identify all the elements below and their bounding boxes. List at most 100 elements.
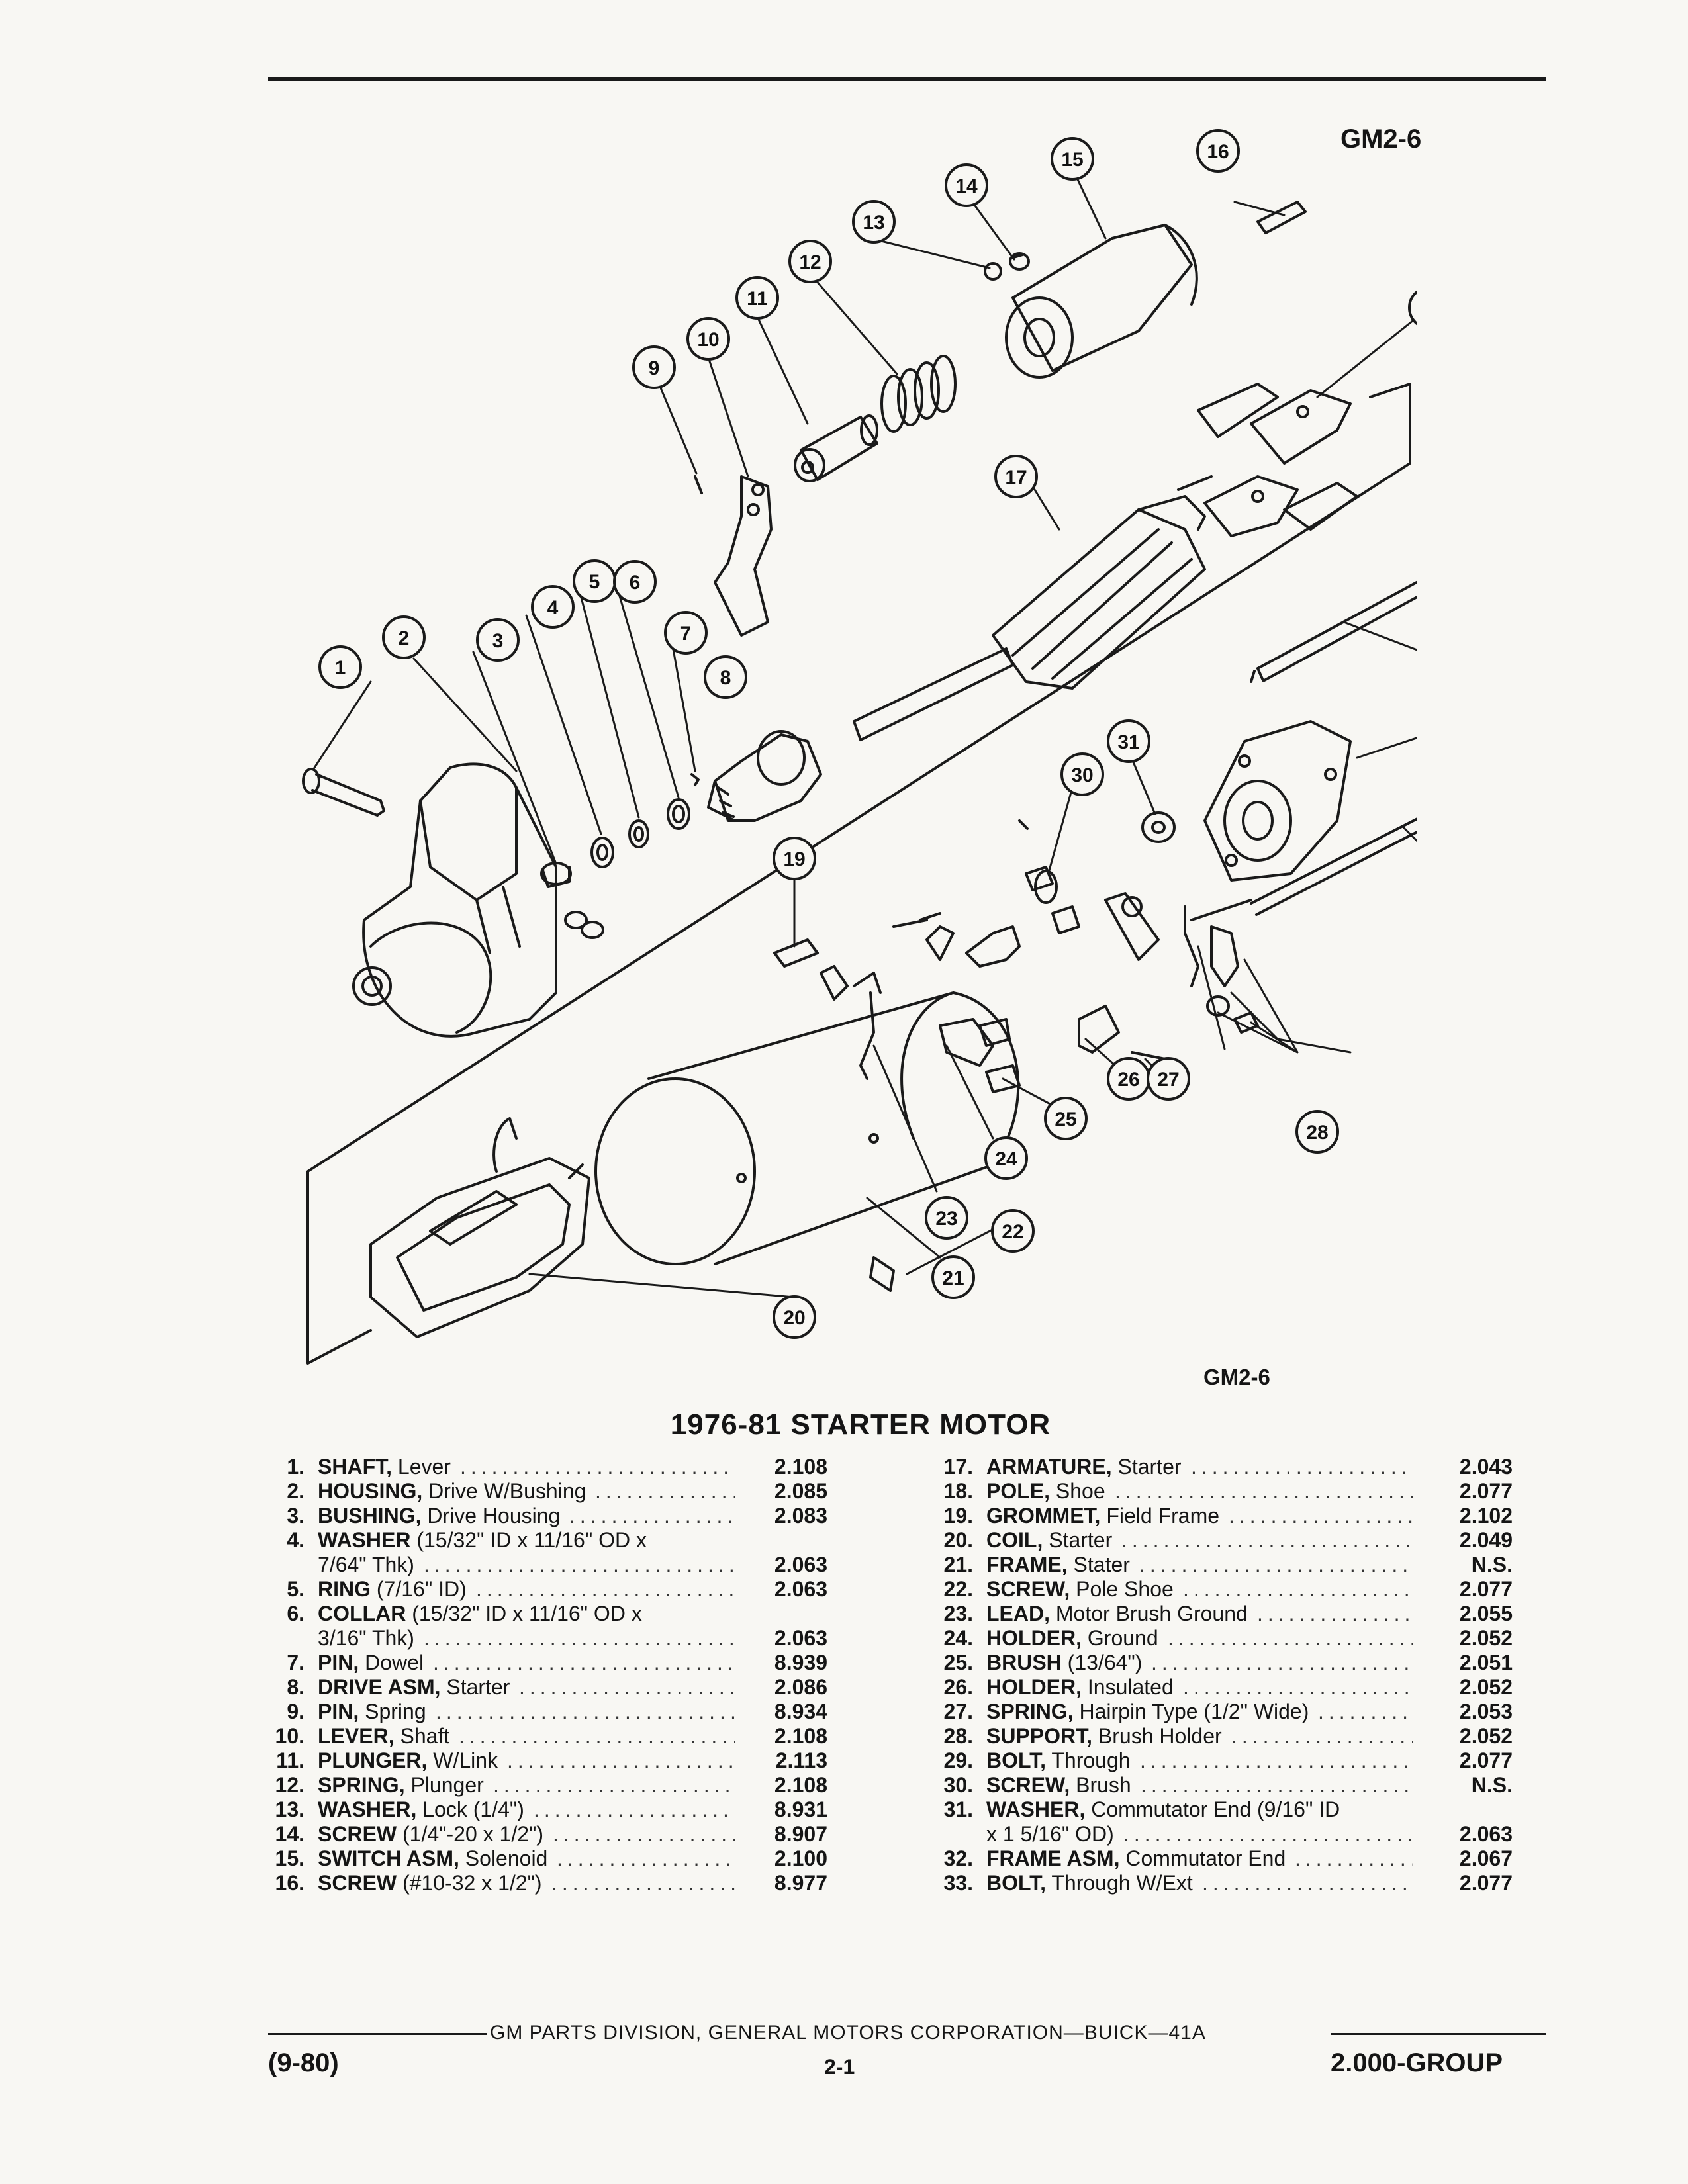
parts-list-row: 31.WASHER, Commutator End (9/16" ID	[907, 1797, 1513, 1822]
part-description: GROMMET, Field Frame	[986, 1504, 1219, 1528]
leader-dots: ..................................	[1123, 1822, 1413, 1846]
part-description: BOLT, Through	[986, 1749, 1131, 1773]
part-number: 29.	[943, 1749, 973, 1772]
page-number: 2-1	[824, 2055, 855, 2079]
part-plunger-spring	[880, 355, 957, 433]
part-name: ARMATURE,	[986, 1455, 1112, 1479]
svg-text:5: 5	[589, 571, 600, 593]
part-name: PIN,	[318, 1651, 359, 1674]
part-group-number: 2.086	[774, 1675, 827, 1699]
part-number: 13.	[275, 1797, 305, 1821]
part-detail: (13/64")	[1061, 1651, 1143, 1674]
part-description: PIN, Spring	[318, 1700, 426, 1724]
part-name: COIL,	[986, 1528, 1043, 1552]
part-name: RING	[318, 1577, 371, 1601]
parts-list-row: 3/16" Thk)..............................…	[238, 1626, 834, 1651]
svg-text:14: 14	[955, 175, 978, 197]
svg-text:6: 6	[630, 572, 641, 594]
frame-outline	[306, 383, 1411, 1365]
leader-dots: ...........................	[507, 1749, 735, 1772]
part-group-number: 8.977	[774, 1871, 827, 1895]
part-number: 5.	[287, 1577, 305, 1601]
svg-text:12: 12	[799, 251, 821, 273]
part-group-number: 2.063	[774, 1553, 827, 1576]
part-detail: Solenoid	[459, 1846, 548, 1870]
part-name: SCREW	[318, 1871, 397, 1895]
parts-list-row: 32.FRAME ASM, Commutator End............…	[907, 1846, 1513, 1871]
part-description: SHAFT, Lever	[318, 1455, 451, 1479]
part-field-coil	[369, 1117, 590, 1338]
part-group-number: 2.063	[774, 1626, 827, 1650]
part-number: 30.	[943, 1773, 973, 1797]
part-group-number: 2.063	[1459, 1822, 1513, 1846]
svg-text:9: 9	[649, 357, 660, 379]
part-name: FRAME ASM,	[986, 1846, 1120, 1870]
part-detail: x 1 5/16" OD)	[986, 1822, 1114, 1846]
parts-list-row: 8.DRIVE ASM, Starter....................…	[238, 1675, 834, 1700]
part-group-number: 2.113	[775, 1749, 827, 1772]
parts-list-row: 29.BOLT, Through........................…	[907, 1749, 1513, 1773]
part-number: 26.	[943, 1675, 973, 1699]
part-detail: Plunger	[404, 1773, 484, 1797]
leader-dots: .............................	[1168, 1626, 1413, 1650]
svg-text:27: 27	[1157, 1069, 1179, 1091]
parts-list-row: 1.SHAFT, Lever..........................…	[238, 1455, 834, 1479]
parts-list-row: 3.BUSHING, Drive Housing................…	[238, 1504, 834, 1528]
part-detail: (#10-32 x 1/2")	[397, 1871, 542, 1895]
part-group-number: 2.055	[1459, 1602, 1513, 1625]
part-name: BRUSH	[986, 1651, 1062, 1674]
part-armature	[853, 475, 1213, 741]
parts-list-row: x 1 5/16" OD)...........................…	[907, 1822, 1513, 1846]
part-detail: Lever	[392, 1455, 451, 1479]
part-detail: Stater	[1067, 1553, 1130, 1576]
part-detail: Spring	[359, 1700, 426, 1723]
part-description: WASHER, Commutator End (9/16" ID	[986, 1797, 1340, 1822]
part-group-number: 2.108	[774, 1455, 827, 1479]
part-description: BUSHING, Drive Housing	[318, 1504, 560, 1528]
part-number: 22.	[943, 1577, 973, 1601]
part-name: HOLDER,	[986, 1626, 1082, 1650]
svg-text:10: 10	[697, 329, 719, 351]
leader-dots: ......................	[551, 1871, 735, 1895]
part-name: SWITCH ASM,	[318, 1846, 459, 1870]
part-description: COIL, Starter	[986, 1528, 1112, 1553]
parts-list-row: 4.WASHER (15/32" ID x 11/16" OD x	[238, 1528, 834, 1553]
part-name: FRAME,	[986, 1553, 1068, 1576]
part-name: COLLAR	[318, 1602, 406, 1625]
part-number: 15.	[275, 1846, 305, 1870]
parts-list-row: 10.LEVER, Shaft.........................…	[238, 1724, 834, 1749]
svg-text:31: 31	[1117, 731, 1139, 753]
part-number: 28.	[943, 1724, 973, 1748]
header-rule	[268, 77, 1546, 81]
part-number: 17.	[943, 1455, 973, 1479]
part-ground-lead	[859, 991, 875, 1080]
part-spring-pin	[694, 475, 703, 494]
parts-list-row: 5.RING (7/16" ID).......................…	[238, 1577, 834, 1602]
part-detail: Starter	[1111, 1455, 1182, 1479]
svg-text:28: 28	[1306, 1122, 1328, 1144]
part-detail: Lock (1/4")	[416, 1797, 524, 1821]
part-insulated-holder	[1078, 1005, 1120, 1054]
svg-text:30: 30	[1071, 764, 1093, 786]
part-name: BOLT,	[986, 1749, 1047, 1772]
svg-text:17: 17	[1005, 467, 1027, 488]
parts-list-row: 25.BRUSH (13/64").......................…	[907, 1651, 1513, 1675]
leader-dots: ................................	[1141, 1773, 1413, 1797]
parts-list-row: 2.HOUSING, Drive W/Bushing..............…	[238, 1479, 834, 1504]
part-description: BOLT, Through W/Ext	[986, 1871, 1193, 1895]
part-brush	[978, 1018, 1021, 1093]
part-pole-shoes	[1197, 383, 1358, 537]
part-group-number: 2.077	[1459, 1749, 1513, 1772]
leader-dots: ...........................	[1183, 1675, 1413, 1699]
part-number: 23.	[943, 1602, 973, 1625]
part-group-number: 2.100	[774, 1846, 827, 1870]
leader-dots: .................................	[459, 1724, 735, 1748]
part-group-number: 2.051	[1459, 1651, 1513, 1674]
frame-outline-upper	[1369, 383, 1411, 398]
part-description: HOUSING, Drive W/Bushing	[318, 1479, 586, 1504]
leader-dots: .....................	[557, 1846, 735, 1870]
part-name: SPRING,	[986, 1700, 1074, 1723]
part-group-number: 2.063	[774, 1577, 827, 1601]
part-name: BUSHING,	[318, 1504, 422, 1527]
leader-dots: ..................................	[1121, 1528, 1413, 1552]
